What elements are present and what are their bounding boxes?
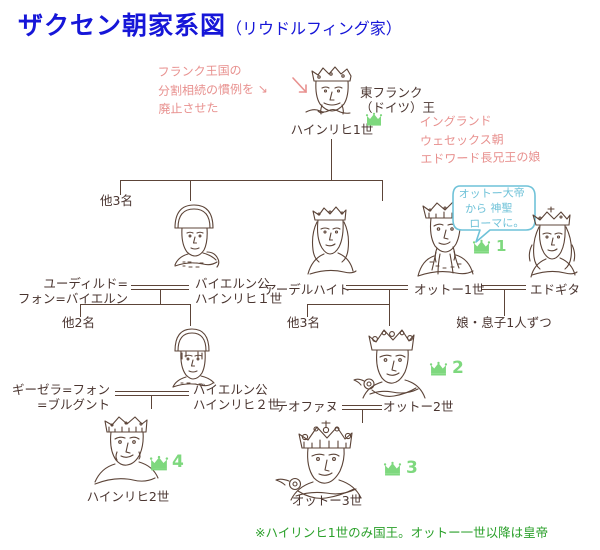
label-heinrich2: ハインリヒ2世 — [86, 489, 170, 504]
connector-drop-otto1 — [382, 180, 383, 201]
portrait-adelheid — [298, 202, 360, 280]
annotation-left-pink-line2: 分割相続の慣例を ↘ — [157, 81, 269, 98]
crown-icon-heinrich1 — [365, 112, 383, 126]
label-heinrich1-role: 東フランク （ドイツ）王 — [360, 85, 436, 116]
connector-otto3-down — [362, 409, 363, 423]
portrait-bayern-heinrich2 — [162, 325, 222, 391]
label-bayern-heinrich1: バイエルン公 ハインリヒ１世 — [195, 276, 283, 307]
bubble-line1: オットー大帝 — [458, 186, 525, 201]
title-main: ザクセン朝家系図 — [18, 11, 227, 40]
connector-sibling-bar-gen2 — [120, 180, 383, 181]
portrait-bayern-heinrich1 — [163, 200, 225, 272]
crown-icon-otto2 — [429, 361, 448, 376]
marriage-line-adelheid-bottom — [346, 289, 408, 290]
label-adelheid-others: 他3名 — [287, 315, 320, 330]
crown-icon-heinrich2 — [149, 455, 169, 471]
connector-drop-bayern-heinrich1 — [190, 180, 191, 201]
portrait-otto3 — [272, 418, 382, 504]
label-otto1: オットー1世 — [414, 282, 485, 297]
crown-icon-otto3 — [383, 461, 402, 476]
annotation-left-pink: フランク王国の 分割相続の慣例を ↘ 廃止させた — [157, 61, 268, 119]
label-heinrich1: ハインリヒ1世 — [290, 122, 374, 137]
label-otto3: オットー3世 — [291, 493, 363, 508]
label-bayern-heinrich1-line2: ハインリヒ１世 — [195, 290, 283, 306]
label-heinrich1-role-line2: （ドイツ）王 — [360, 99, 436, 115]
portrait-otto2 — [350, 322, 436, 404]
crown-number-otto1: 1 — [496, 237, 507, 255]
label-judith: ユーディルド= フォン=バイエルン — [8, 276, 128, 307]
connector-edgitha-children-down — [504, 289, 505, 316]
label-bayern-heinrich2-line1: バイエルン公 — [193, 382, 268, 397]
label-judith-line2: フォン=バイエルン — [17, 290, 128, 306]
label-bayern-heinrich2: バイエルン公 ハインリヒ２世 — [193, 382, 281, 413]
label-adelheid: アーデルハイト — [264, 282, 351, 297]
label-gisela-line2: =ブルグント — [37, 396, 110, 412]
label-gisela: ギーゼラ=フォン =ブルグント — [2, 382, 110, 413]
connector-drop-otto2 — [389, 304, 390, 326]
page-title: ザクセン朝家系図（リウドルフィング家） — [18, 6, 402, 42]
marriage-line-edgitha-top — [482, 285, 526, 286]
annotation-left-pink-line1: フランク王国の — [157, 63, 242, 80]
footnote: ※ハイリンヒ1世のみ国王。オットー一世以降は皇帝 — [255, 525, 549, 540]
annotation-left-pink-line3: 廃止させた — [158, 101, 219, 117]
label-edgitha: エドギタ — [530, 282, 581, 297]
bubble-line3: ローマに。 — [469, 216, 525, 231]
portrait-edgitha — [518, 205, 584, 281]
portrait-heinrich1 — [300, 62, 364, 120]
label-top-others: 他3名 — [100, 193, 133, 208]
annotation-right-pink-line2: ウェセックス朝 — [419, 132, 504, 148]
marriage-line-adelheid-top — [346, 285, 408, 286]
label-theophanu: テオファヌ — [275, 399, 338, 414]
marriage-line-theophanu-top — [342, 405, 382, 406]
label-gisela-line1: ギーゼラ=フォン — [12, 382, 110, 397]
annotation-right-pink: イングランド ウェセックス朝 エドワード長兄王の娘 — [419, 111, 540, 169]
marriage-line-gisela-top — [115, 391, 189, 392]
portrait-heinrich2 — [85, 406, 171, 488]
connector-drop-bayern-heinrich2 — [190, 304, 191, 326]
marriage-line-judith-top — [131, 285, 189, 286]
annotation-right-pink-line1: イングランド — [419, 113, 492, 130]
label-bayern-others: 他2名 — [62, 315, 95, 330]
marriage-line-gisela-bottom — [115, 395, 189, 396]
connector-drop-others3 — [120, 180, 121, 195]
crown-icon-otto1 — [472, 239, 491, 254]
crown-number-heinrich2: 4 — [172, 452, 184, 472]
bubble-line2: から 神聖 — [464, 201, 513, 216]
speech-bubble-text-otto1: オットー大帝 から 神聖 ローマに。 — [459, 186, 526, 232]
connector-judith-children-down — [160, 289, 161, 304]
label-bayern-heinrich2-line2: ハインリヒ２世 — [193, 396, 281, 412]
connector-heinrich1-down — [331, 139, 332, 180]
connector-gisela-child-down — [151, 395, 152, 409]
speech-bubble-otto1 — [450, 182, 538, 246]
label-otto2: オットー2世 — [383, 399, 454, 414]
label-bayern-heinrich1-line1: バイエルン公 — [195, 276, 270, 291]
arrow-icon-to-heinrich1 — [291, 76, 313, 98]
crown-number-otto3: 3 — [406, 458, 418, 478]
crown-number-otto2: 2 — [452, 358, 464, 378]
label-judith-line1: ユーディルド= — [43, 276, 128, 291]
connector-sibling-bar-gen3-left — [80, 304, 190, 305]
title-subtitle: （リウドルフィング家） — [226, 19, 402, 38]
label-heinrich1-role-line1: 東フランク — [360, 85, 423, 100]
connector-drop-adelheid-others3 — [307, 304, 308, 317]
annotation-right-pink-line3: エドワード長兄王の娘 — [420, 149, 541, 167]
connector-adelheid-children-down — [389, 289, 390, 304]
label-edgitha-children: 娘・息子1人ずつ — [456, 315, 552, 330]
connector-drop-others2 — [80, 304, 81, 317]
connector-sibling-bar-gen3-right — [307, 304, 390, 305]
